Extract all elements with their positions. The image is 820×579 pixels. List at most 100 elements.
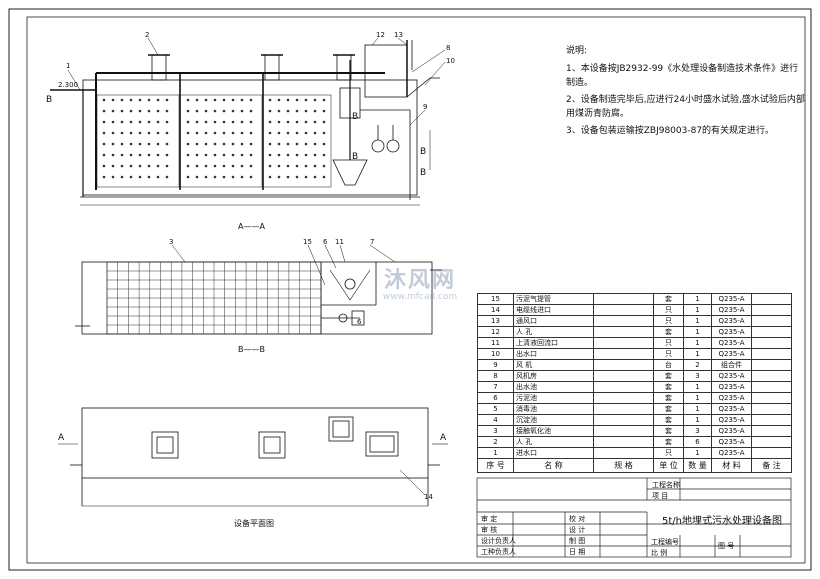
bom-cell: 电缆线进口: [513, 304, 594, 316]
media-dot: [204, 109, 208, 113]
watermark-url: www.mfcad.com: [382, 292, 458, 302]
callout-12: 12: [376, 31, 385, 39]
media-dot: [222, 131, 226, 135]
media-dot: [147, 153, 151, 157]
media-dot: [213, 164, 217, 168]
bom-cell: 人 孔: [513, 436, 594, 448]
media-dot: [286, 109, 290, 113]
bom-cell: [751, 381, 792, 393]
bom-cell: 13: [477, 315, 514, 327]
cut-marker-b-right: B: [420, 147, 427, 157]
bom-cell: Q235-A: [711, 326, 752, 338]
media-dot: [129, 120, 133, 124]
media-dot: [277, 131, 281, 135]
watermark-brand: 沐风网: [383, 268, 456, 293]
bom-cell: [593, 436, 654, 448]
media-dot: [102, 153, 106, 157]
bom-cell: [751, 392, 792, 404]
cut-marker-b-inner1: B: [352, 112, 359, 122]
media-dot: [165, 175, 169, 179]
bom-cell: 出水口: [513, 348, 594, 360]
bom-cell: 套: [653, 370, 684, 382]
media-dot: [231, 175, 235, 179]
media-dot: [322, 142, 326, 146]
media-dot: [286, 120, 290, 124]
bom-cell: 沉淀池: [513, 414, 594, 426]
bom-cell: [751, 414, 792, 426]
bom-cell: 套: [653, 326, 684, 338]
media-dot: [204, 153, 208, 157]
media-dot: [204, 142, 208, 146]
media-dot: [222, 98, 226, 102]
media-dot: [304, 109, 308, 113]
bom-cell: Q235-A: [711, 304, 752, 316]
media-dot: [111, 120, 115, 124]
media-dot: [102, 109, 106, 113]
media-dot: [186, 164, 190, 168]
media-dot: [111, 175, 115, 179]
media-dot: [277, 109, 281, 113]
media-dot: [195, 131, 199, 135]
media-dot: [313, 175, 317, 179]
callout-8: 8: [446, 44, 451, 52]
media-dot: [213, 175, 217, 179]
bom-cell: Q235-A: [711, 436, 752, 448]
bom-cell: [751, 304, 792, 316]
bom-cell: 污泥气提管: [513, 293, 594, 305]
media-dot: [286, 131, 290, 135]
media-dot: [249, 98, 253, 102]
media-dot: [322, 164, 326, 168]
media-dot: [165, 120, 169, 124]
tb-project-no: 工程编号: [651, 538, 679, 546]
media-dot: [138, 164, 142, 168]
media-dot: [231, 98, 235, 102]
bom-cell: Q235-A: [711, 337, 752, 349]
media-dot: [313, 120, 317, 124]
media-dot: [120, 153, 124, 157]
bom-cell: [751, 370, 792, 382]
media-dot: [147, 142, 151, 146]
bom-cell: 1: [683, 326, 712, 338]
media-dot: [286, 142, 290, 146]
outer-frame: [8, 8, 812, 571]
bom-cell: 只: [653, 315, 684, 327]
media-dot: [120, 98, 124, 102]
media-dot: [240, 175, 244, 179]
bom-cell: 1: [683, 315, 712, 327]
bom-cell: 3: [477, 425, 514, 437]
bom-cell: [593, 370, 654, 382]
inner-frame: [26, 16, 806, 564]
media-dot: [204, 98, 208, 102]
media-dot: [195, 175, 199, 179]
bom-cell: 进水口: [513, 447, 594, 459]
media-dot: [286, 153, 290, 157]
note-item-1: 1、本设备按JB2932-99《水处理设备制造技术条件》进行制造。: [566, 64, 799, 88]
media-dot: [277, 142, 281, 146]
bom-cell: 15: [477, 293, 514, 305]
media-dot: [129, 109, 133, 113]
cut-marker-b-lower: B: [420, 168, 427, 178]
media-dot: [156, 131, 160, 135]
media-dot: [268, 164, 272, 168]
bom-cell: 2: [477, 436, 514, 448]
bom-cell: [751, 326, 792, 338]
media-dot: [120, 175, 124, 179]
media-dot: [240, 142, 244, 146]
bom-cell: Q235-A: [711, 392, 752, 404]
bom-cell: 1: [683, 403, 712, 415]
cut-marker-b-left: B: [46, 95, 53, 105]
media-dot: [111, 164, 115, 168]
tb-draw: 制 图: [569, 537, 586, 545]
bom-cell: [751, 337, 792, 349]
bom-cell: 3: [683, 425, 712, 437]
media-dot: [156, 142, 160, 146]
bom-cell: 1: [683, 337, 712, 349]
